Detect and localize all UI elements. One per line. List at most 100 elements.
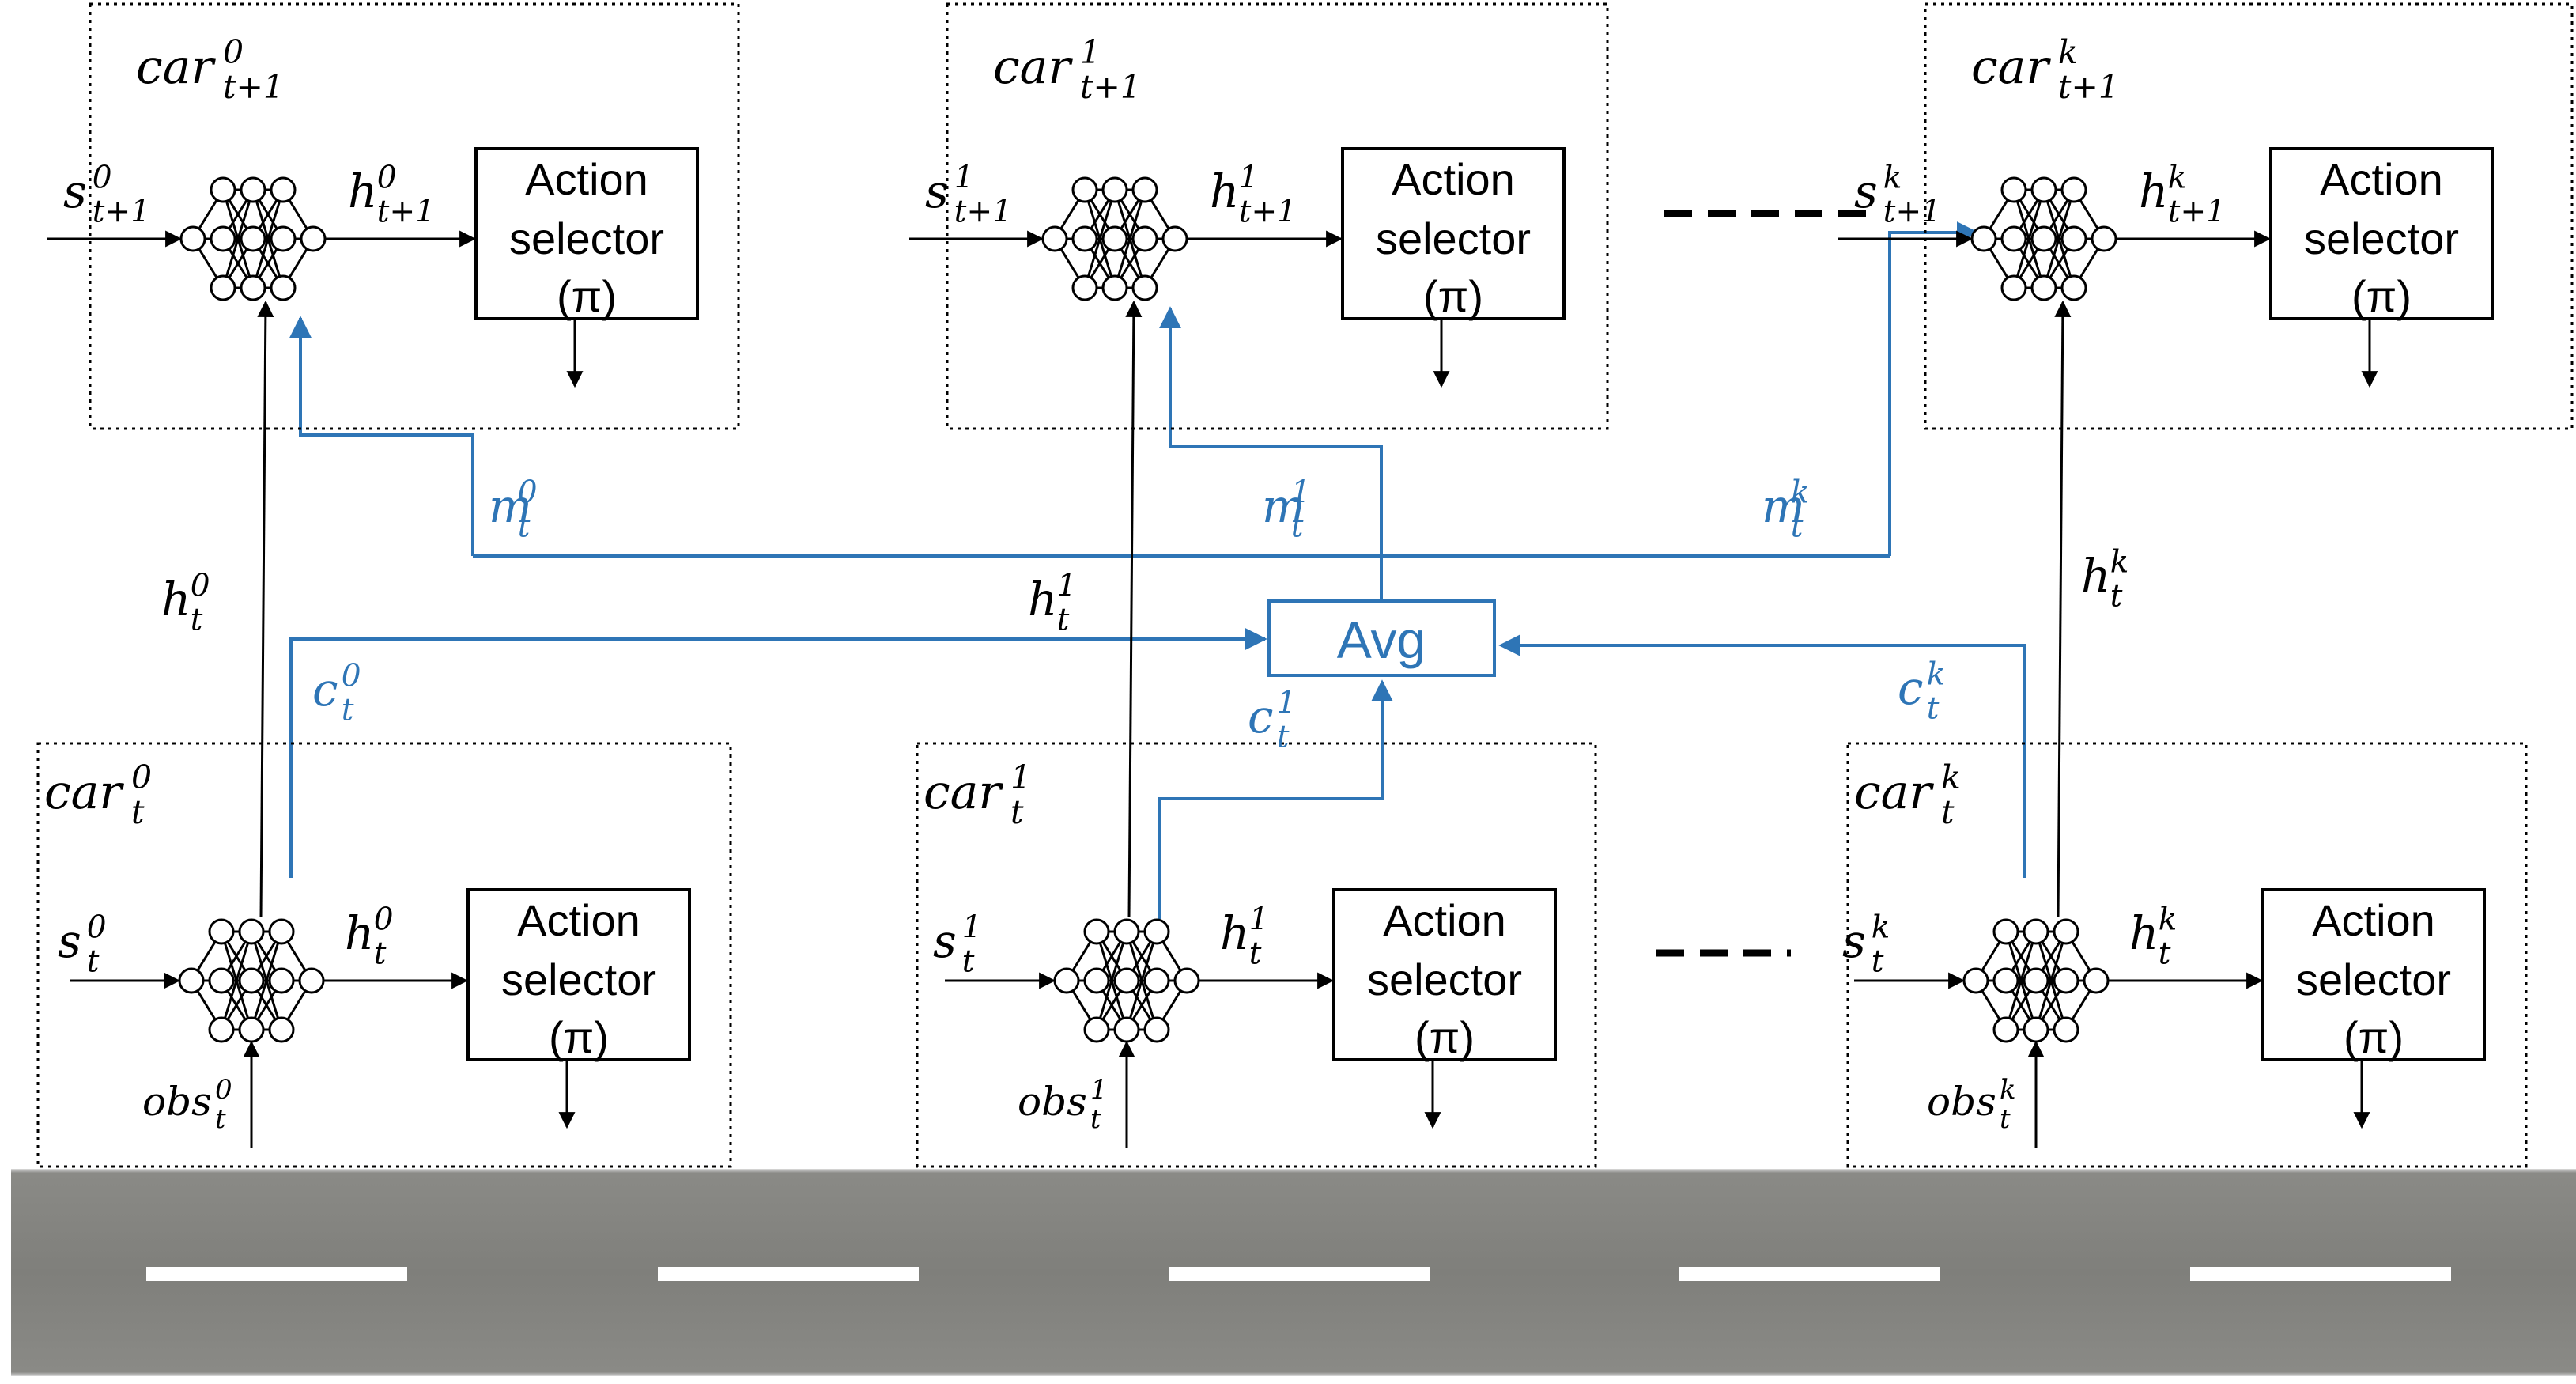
comm-link-k bbox=[1498, 634, 2026, 878]
svg-text:t: t bbox=[1941, 793, 1955, 831]
action-selector-line2: selector bbox=[509, 214, 664, 263]
avg-aggregator: Avg bbox=[1267, 599, 1496, 677]
hidden-link-k bbox=[2054, 300, 2072, 918]
svg-text:0: 0 bbox=[191, 569, 210, 604]
svg-text:h: h bbox=[1220, 906, 1249, 960]
panel-border bbox=[946, 2, 1609, 430]
action-selector-box bbox=[1341, 147, 1566, 320]
svg-text:t+1: t+1 bbox=[1239, 195, 1297, 230]
svg-text:1: 1 bbox=[1277, 686, 1297, 721]
svg-text:t: t bbox=[2000, 1103, 2011, 1135]
lane-marking bbox=[146, 1267, 407, 1281]
svg-text:s: s bbox=[1842, 914, 1866, 968]
lane-marking bbox=[1679, 1267, 1940, 1281]
panel-border bbox=[1846, 742, 2528, 1168]
svg-text:t: t bbox=[2110, 579, 2123, 614]
svg-text:k: k bbox=[1941, 758, 1961, 796]
action-selector-line2: selector bbox=[1367, 955, 1522, 1004]
svg-text:m: m bbox=[1762, 479, 1805, 533]
message-label-0: m0t bbox=[489, 475, 538, 545]
neural-network-icon bbox=[1962, 918, 2110, 1043]
svg-text:h: h bbox=[2129, 906, 2159, 960]
svg-text:s: s bbox=[1854, 164, 1878, 218]
action-selector-line3: (π) bbox=[557, 271, 617, 321]
svg-text:0: 0 bbox=[131, 758, 152, 796]
svg-text:k: k bbox=[2058, 33, 2078, 71]
action-selector-line1: Action bbox=[1392, 154, 1515, 204]
svg-text:1: 1 bbox=[954, 161, 974, 196]
panel-border bbox=[89, 2, 740, 430]
panel-border bbox=[916, 742, 1597, 1168]
svg-text:car: car bbox=[136, 40, 216, 95]
lane-marking bbox=[1169, 1267, 1430, 1281]
action-selector-line3: (π) bbox=[1423, 271, 1483, 321]
action-selector-line2: selector bbox=[1376, 214, 1531, 263]
svg-text:car: car bbox=[1971, 40, 2051, 95]
panel-border bbox=[36, 742, 732, 1168]
message-link-0 bbox=[289, 316, 474, 556]
action-selector-line3: (π) bbox=[1415, 1012, 1475, 1062]
svg-text:h: h bbox=[1210, 164, 1239, 218]
action-selector-top-0: Action selector (π) bbox=[474, 147, 699, 388]
svg-text:car: car bbox=[924, 765, 1003, 820]
svg-text:k: k bbox=[1791, 475, 1810, 511]
svg-text:t: t bbox=[87, 944, 100, 980]
svg-text:t+1: t+1 bbox=[954, 195, 1012, 230]
svg-text:t: t bbox=[1090, 1103, 1101, 1135]
svg-text:obs: obs bbox=[142, 1079, 212, 1125]
action-selector-line1: Action bbox=[525, 154, 648, 204]
svg-text:t: t bbox=[1010, 793, 1024, 831]
svg-text:1: 1 bbox=[1090, 1074, 1108, 1106]
avg-label: Avg bbox=[1337, 611, 1426, 669]
avg-box bbox=[1267, 599, 1496, 677]
action-selector-line2: selector bbox=[2296, 955, 2451, 1004]
svg-text:t+1: t+1 bbox=[377, 195, 435, 230]
svg-text:t: t bbox=[1057, 603, 1070, 638]
svg-text:1: 1 bbox=[1239, 161, 1259, 196]
hidden-state-links bbox=[257, 300, 2072, 918]
road bbox=[11, 1169, 2576, 1376]
svg-text:car: car bbox=[44, 765, 124, 820]
action-selector-box bbox=[466, 888, 691, 1061]
neural-network-icon bbox=[179, 176, 327, 301]
message-link-k bbox=[1888, 221, 1979, 556]
neural-network-icon bbox=[1041, 176, 1188, 301]
svg-text:t: t bbox=[2159, 936, 2171, 972]
svg-text:c: c bbox=[1248, 690, 1273, 743]
svg-text:t: t bbox=[1872, 944, 1884, 980]
svg-text:s: s bbox=[58, 914, 81, 968]
svg-text:1: 1 bbox=[1010, 758, 1031, 796]
svg-text:h: h bbox=[161, 573, 191, 626]
action-selector-line2: selector bbox=[501, 955, 656, 1004]
action-selector-line1: Action bbox=[2312, 895, 2435, 945]
svg-text:t+1: t+1 bbox=[1080, 68, 1141, 106]
action-selector-line3: (π) bbox=[2344, 1012, 2404, 1062]
svg-text:0: 0 bbox=[215, 1074, 232, 1106]
svg-text:0: 0 bbox=[223, 33, 244, 71]
